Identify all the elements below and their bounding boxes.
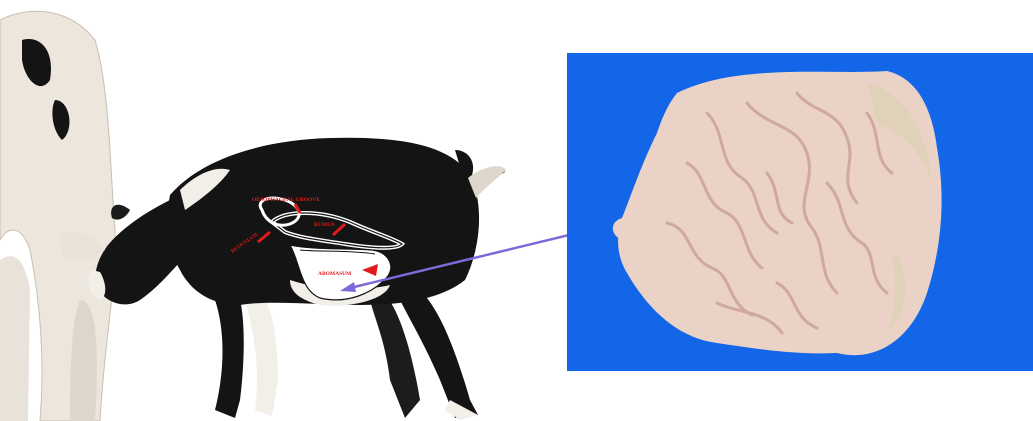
- cow-mother: [0, 11, 115, 421]
- label-abomasum: ABOMASUM: [318, 271, 352, 277]
- calf: [60, 138, 506, 420]
- label-oesophageal-groove: OESOPHAGEAL GROOVE: [252, 197, 320, 203]
- label-rumen: RUMEN: [314, 222, 335, 228]
- abomasum-photo: [567, 53, 1033, 371]
- tissue-specimen: [567, 53, 1033, 371]
